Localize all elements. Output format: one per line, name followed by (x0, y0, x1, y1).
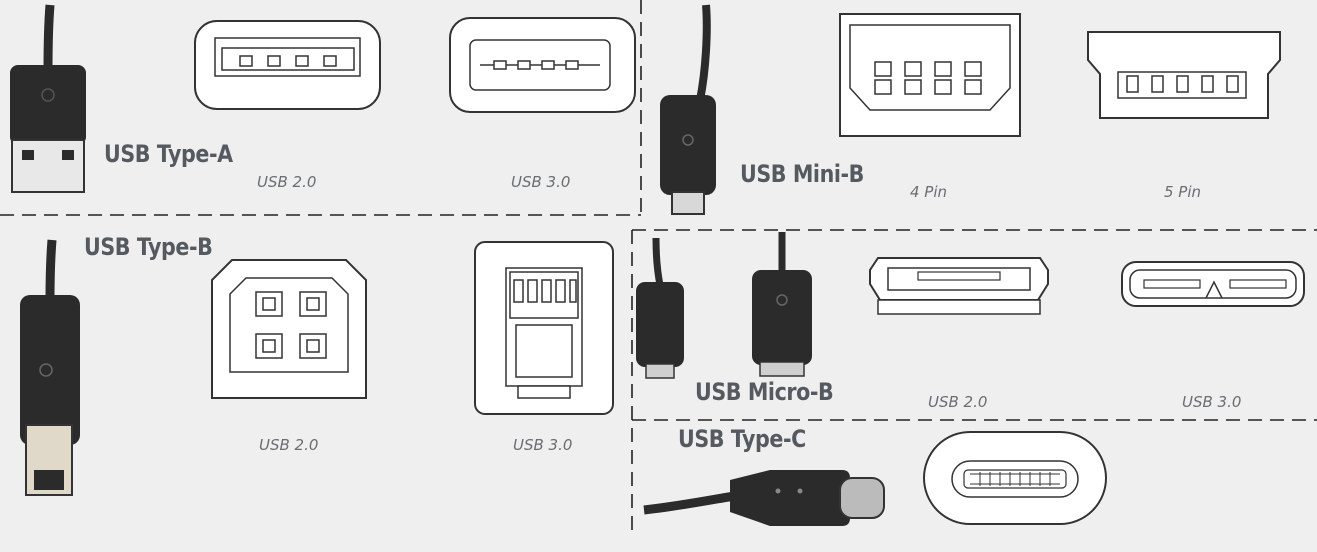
usb-type-a-title: USB Type-A (104, 140, 233, 168)
usb-type-c-title: USB Type-C (678, 425, 806, 453)
usb-type-b-title: USB Type-B (84, 233, 213, 261)
usb-type-a-2-caption: USB 2.0 (257, 173, 317, 191)
usb-type-b-3-caption: USB 3.0 (513, 436, 573, 454)
usb-type-b-2-caption: USB 2.0 (259, 436, 319, 454)
mini-b-5pin-caption: 5 Pin (1164, 183, 1202, 201)
usb-micro-b-title: USB Micro-B (695, 378, 834, 406)
usb-micro-b-2-caption: USB 2.0 (928, 393, 988, 411)
mini-b-4pin-caption: 4 Pin (910, 183, 948, 201)
usb-micro-b-3-caption: USB 3.0 (1182, 393, 1242, 411)
usb-type-a-3-caption: USB 3.0 (511, 173, 571, 191)
usb-mini-b-title: USB Mini-B (740, 160, 864, 188)
